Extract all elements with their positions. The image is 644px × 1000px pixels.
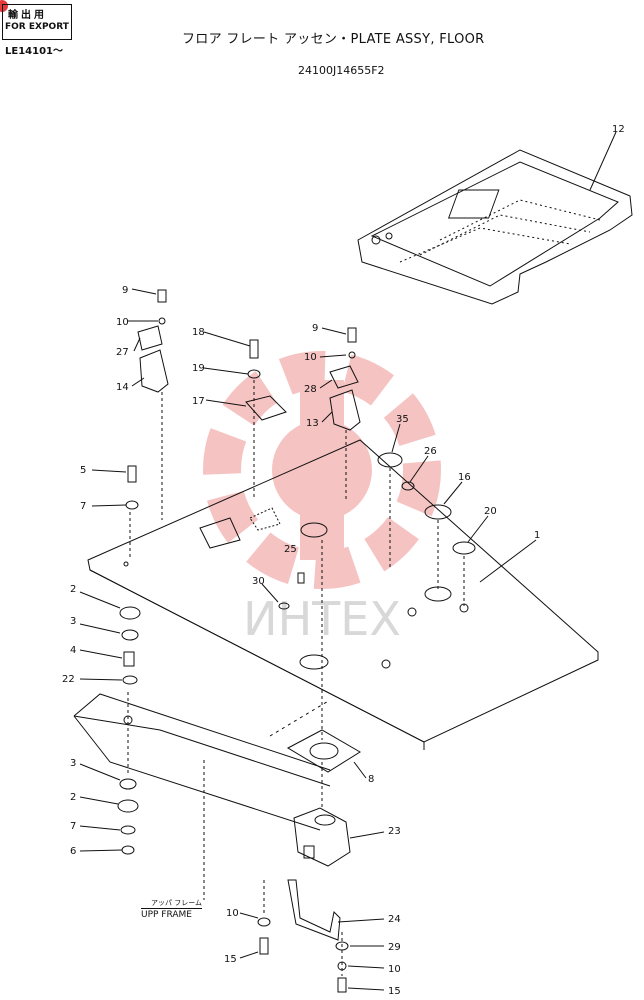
export-stamp: 輸出用 FOR EXPORT LE14101〜 — [0, 0, 72, 57]
callout: 7 — [80, 501, 86, 512]
washer-part-10-left — [158, 317, 166, 325]
callout: 23 — [388, 826, 401, 837]
callout: 14 — [116, 382, 129, 393]
callout: 3 — [70, 758, 76, 769]
bolt-part-15-right — [337, 977, 347, 993]
washer-part-7-lower — [120, 825, 136, 835]
plate-part-17 — [245, 395, 287, 421]
frame-label-en: UPP FRAME — [141, 908, 203, 920]
callout: 4 — [70, 645, 76, 656]
upper-frame — [73, 693, 331, 831]
bracket-part-24 — [287, 879, 341, 941]
callout: 29 — [388, 942, 401, 953]
part-25 — [297, 572, 305, 584]
callout: 9 — [312, 323, 318, 334]
frame-label-jp: アッパ フレーム — [151, 899, 203, 907]
callout: 1 — [534, 530, 540, 541]
callout: 15 — [388, 986, 401, 997]
plug-part-35 — [377, 452, 403, 468]
serial-range: LE14101〜 — [5, 46, 63, 57]
bolt-part-5 — [127, 465, 137, 483]
plate-part-28 — [329, 365, 359, 389]
callout: 35 — [396, 414, 409, 425]
callout: 5 — [80, 465, 86, 476]
page-title: フロア フレート アッセン・PLATE ASSY, FLOOR — [182, 32, 485, 47]
grommet-part-20 — [452, 541, 476, 555]
nut-part-6 — [121, 845, 135, 855]
callout: 25 — [284, 544, 297, 555]
bolt-part-9-left — [157, 289, 167, 303]
red-corner-mark — [0, 0, 8, 12]
callout: 12 — [612, 124, 625, 135]
callout: 10 — [304, 352, 317, 363]
mount-part-2-upper — [119, 606, 141, 620]
callout: 6 — [70, 846, 76, 857]
upper-frame-label: アッパ フレーム UPP FRAME — [141, 898, 203, 920]
washer-part-10-lower-left — [257, 917, 271, 927]
mount-part-2-lower — [117, 799, 139, 813]
callout: 17 — [192, 396, 205, 407]
callout: 22 — [62, 674, 75, 685]
callout: 2 — [70, 792, 76, 803]
callout: 16 — [458, 472, 471, 483]
callout: 10 — [116, 317, 129, 328]
callout: 27 — [116, 347, 129, 358]
bolt-part-9-right — [347, 327, 357, 343]
callout: 3 — [70, 616, 76, 627]
callout: 10 — [226, 908, 239, 919]
callout: 30 — [252, 576, 265, 587]
washer-part-22 — [122, 675, 138, 685]
washer-part-10-right — [348, 351, 356, 359]
washer-part-7-upper — [125, 500, 139, 510]
stamp-box — [2, 4, 72, 40]
grommet-part-26 — [401, 481, 415, 491]
callout: 10 — [388, 964, 401, 975]
callout: 26 — [424, 446, 437, 457]
callout: 15 — [224, 954, 237, 965]
callout: 2 — [70, 584, 76, 595]
part-number: 24100J14655F2 — [298, 64, 385, 77]
bolt-part-15-left — [259, 937, 269, 955]
bracket-part-14 — [139, 349, 169, 393]
plate-part-27 — [137, 325, 163, 351]
tank-part-23 — [293, 807, 351, 867]
grommet-part-16 — [424, 504, 452, 520]
assembly-lines — [127, 380, 465, 976]
callout: 8 — [368, 774, 374, 785]
callout: 13 — [306, 418, 319, 429]
stamp-line2: FOR EXPORT — [5, 22, 69, 32]
bracket-part-13 — [329, 389, 361, 431]
callout: 20 — [484, 506, 497, 517]
callout: 9 — [122, 285, 128, 296]
gasket-part-8 — [286, 729, 361, 773]
collar-part-4 — [123, 651, 135, 667]
callout: 7 — [70, 821, 76, 832]
callout-labels: 12 9 10 27 14 18 19 9 10 28 17 13 35 26 … — [62, 124, 625, 997]
callout: 19 — [192, 363, 205, 374]
washer-part-3-lower — [119, 778, 137, 790]
callout: 24 — [388, 914, 401, 925]
washer-part-3-upper — [121, 629, 139, 641]
stamp-line1: 輸出用 — [8, 10, 47, 21]
callout: 28 — [304, 384, 317, 395]
leader-lines — [79, 131, 617, 991]
floor-mat-part-12 — [357, 149, 633, 305]
bolt-part-18 — [249, 339, 259, 359]
part-30 — [278, 602, 290, 610]
callout: 18 — [192, 327, 205, 338]
